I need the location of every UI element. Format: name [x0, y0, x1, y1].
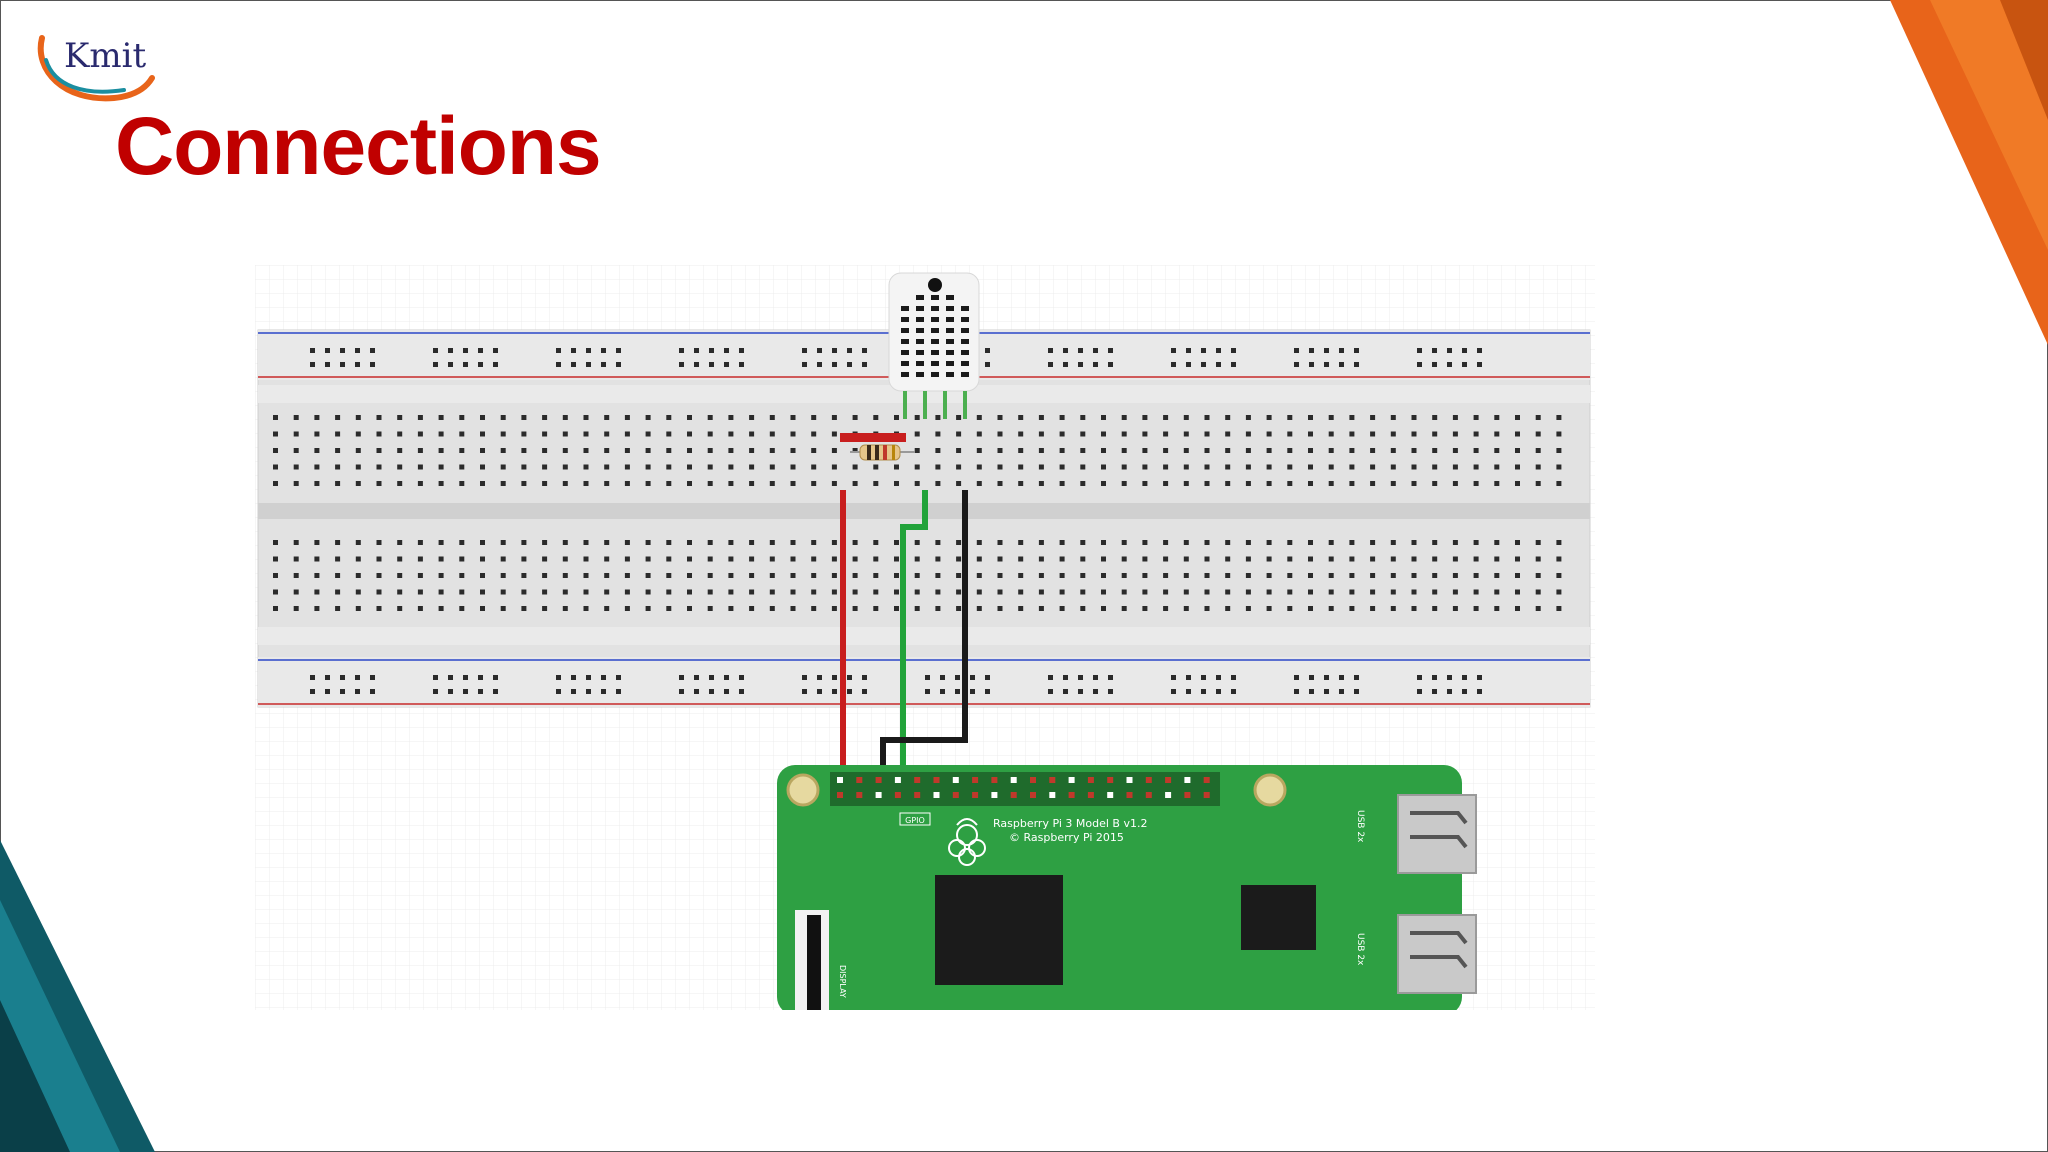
usb-controller-chip — [1241, 885, 1316, 950]
gpio-header — [837, 777, 1210, 798]
breadboard-holes — [273, 348, 1562, 694]
usb-port-bottom — [1397, 914, 1477, 994]
raspberry-logo-icon — [948, 818, 986, 866]
board-label-line2: © Raspberry Pi 2015 — [1009, 831, 1124, 844]
gpio-label: GPIO — [905, 816, 925, 825]
usb-port-top — [1397, 794, 1477, 874]
logo-swoosh-icon — [37, 35, 155, 102]
board-label-line1: Raspberry Pi 3 Model B v1.2 — [993, 817, 1147, 830]
logo-text: Kmit — [64, 36, 147, 76]
resistor — [840, 433, 915, 461]
display-label: DISPLAY — [838, 965, 847, 998]
corner-decoration-top-right — [1890, 0, 2048, 345]
corner-decoration-bottom-left — [0, 840, 155, 1152]
wiring-diagram: GPIO Raspberry Pi 3 Model B v1.2 © Raspb… — [255, 265, 1595, 1010]
dht-sensor — [888, 272, 980, 419]
soc-chip — [935, 875, 1063, 985]
slide-title: Connections — [115, 101, 602, 192]
data-wire — [900, 490, 928, 795]
raspberry-pi-board: GPIO Raspberry Pi 3 Model B v1.2 © Raspb… — [777, 765, 1477, 1010]
usb-label-bottom: USB 2x — [1355, 933, 1365, 966]
kmit-logo: Kmit — [34, 30, 164, 110]
usb-label-top: USB 2x — [1355, 810, 1365, 843]
